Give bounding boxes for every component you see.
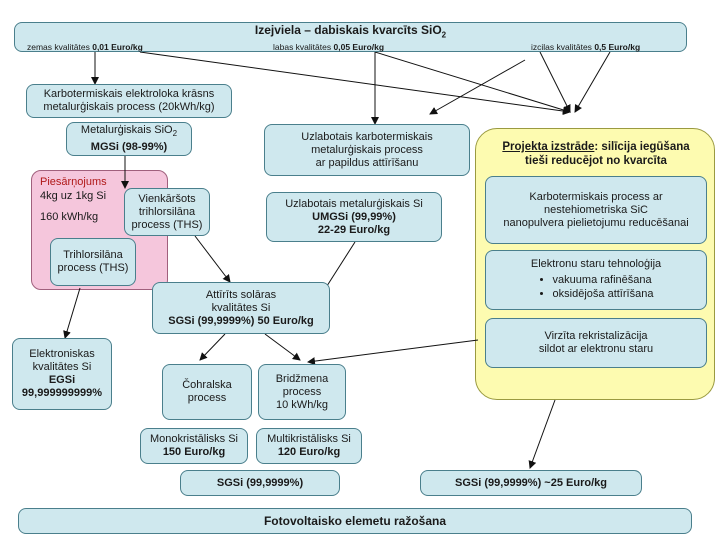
electron-bullets: vakuuma rafinēšana oksidējoša attīrīšana <box>539 273 654 302</box>
pv-production-box: Fotovoltaisko elemetu ražošana <box>18 508 692 534</box>
arrow-top-to-project-a <box>374 51 571 114</box>
sgsi-solar-box: Attīrīts solāras kvalitātes Si SGSi (99,… <box>152 282 330 334</box>
pollution-details: 4kg uz 1kg Si 160 kWh/kg <box>40 190 107 223</box>
quality-excellent: izcilas kvalitātes 0,5 Euro/kg <box>531 42 641 53</box>
pollution-text: Piesārņojums <box>40 176 107 188</box>
sgsi-left-box: SGSi (99,9999%) <box>180 470 340 496</box>
quality-low: zemas kvalitātes 0,01 Euro/kg <box>27 42 143 53</box>
arrow-top-to-project-c <box>574 51 611 113</box>
arrow-project-to-bridgman <box>307 339 479 366</box>
bullet-vacuum: vakuuma rafinēšana <box>553 274 654 287</box>
arrow-project-from-left <box>429 59 526 115</box>
arrow-ths-to-egsi <box>63 287 81 339</box>
mgsi-box: Metalurģiskais SiO2 MGSi (98-99%) <box>66 122 192 156</box>
bullet-oxidation: oksidējoša attīrīšana <box>553 288 654 301</box>
ths-box: Trihlorsilāna process (THS) <box>50 238 136 286</box>
sgsi-right-box: SGSi (99,9999%) ~25 Euro/kg <box>420 470 642 496</box>
arrow-sgsi-to-bridgman <box>264 333 301 361</box>
simplified-ths-box: Vienkāršots trihlorsilāna process (THS) <box>124 188 210 236</box>
raw-material-title: Izejviela – dabiskais kvarcīts SiO2 <box>254 23 447 40</box>
project-title: Projekta izstrāde: silīcija iegūšana tie… <box>502 141 690 167</box>
multicrystalline-box: Multikristālisks Si 120 Euro/kg <box>256 428 362 464</box>
improved-carbothermic-box: Uzlabotais karbotermiskais metalurģiskai… <box>264 124 470 176</box>
recrystallization-box: Virzīta rekristalizācija sildot ar elekt… <box>485 318 707 368</box>
quality-good: labas kvalitātes 0,05 Euro/kg <box>273 42 385 53</box>
raw-material-box: Izejviela – dabiskais kvarcīts SiO2 zema… <box>14 22 687 52</box>
carbothermic-box: Karbotermiskais elektroloka krāsns metal… <box>26 84 232 118</box>
arrow-project-to-sgsi-right <box>528 399 556 469</box>
arrow-top-to-project-b <box>539 51 571 113</box>
arrow-top-to-project-d <box>139 51 571 115</box>
electron-beam-box: Elektronu staru tehnoloģija vakuuma rafi… <box>485 250 707 310</box>
arrow-simple-to-sgsi <box>194 235 231 283</box>
project-carbothermic-box: Karbotermiskais process ar nestehiometri… <box>485 176 707 244</box>
czochralski-box: Čohralska process <box>162 364 252 420</box>
monocrystalline-box: Monokristālisks Si 150 Euro/kg <box>140 428 248 464</box>
arrow-sgsi-to-czochralski <box>199 333 226 361</box>
bridgman-box: Bridžmena process 10 kWh/kg <box>258 364 346 420</box>
egsi-box: Elektroniskas kvalitātes Si EGSi 99,9999… <box>12 338 112 410</box>
umgsi-box: Uzlabotais metalurģiskais Si UMGSi (99,9… <box>266 192 442 242</box>
